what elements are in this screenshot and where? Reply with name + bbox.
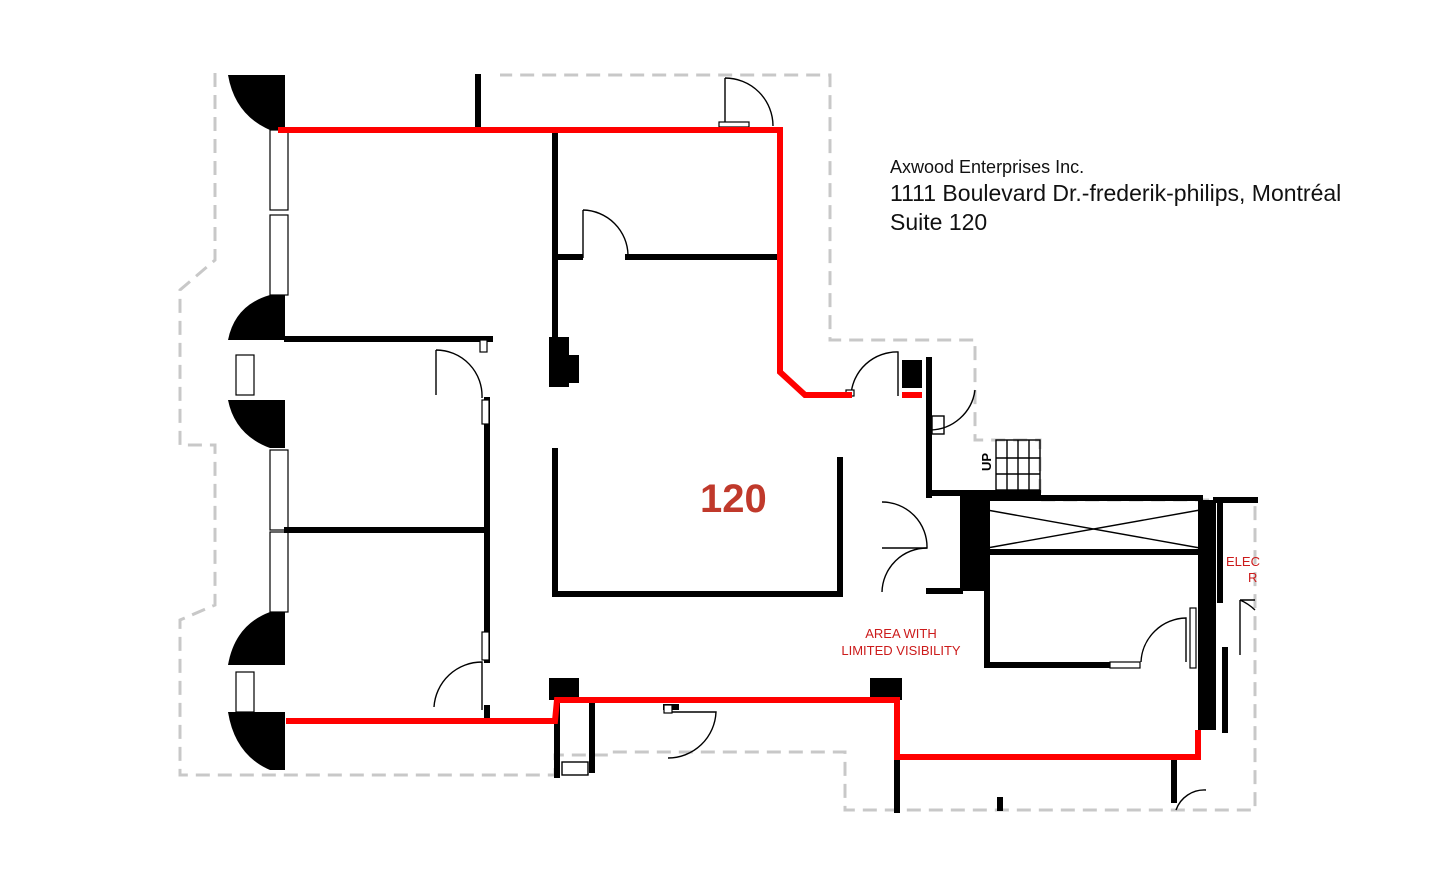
limited-visibility-label-line2: LIMITED VISIBILITY [841, 643, 961, 658]
stairs: UP [979, 439, 1041, 491]
property-address: 1111 Boulevard Dr.-frederik-philips, Mon… [890, 180, 1342, 206]
electrical-room-label-partial-2: R [1248, 570, 1257, 585]
stairs-up-label: UP [979, 453, 994, 471]
limited-visibility-label-line1: AREA WITH [865, 626, 937, 641]
electrical-room-label-partial: ELEC [1226, 554, 1260, 569]
property-info: Axwood Enterprises Inc. 1111 Boulevard D… [890, 155, 1341, 237]
company-name: Axwood Enterprises Inc. [890, 157, 1085, 177]
suite-label: Suite 120 [890, 209, 988, 235]
facade-windows [228, 75, 289, 770]
door-swings [433, 77, 1256, 811]
suite-number-label: 120 [700, 477, 767, 521]
suite-outline [278, 127, 1201, 760]
